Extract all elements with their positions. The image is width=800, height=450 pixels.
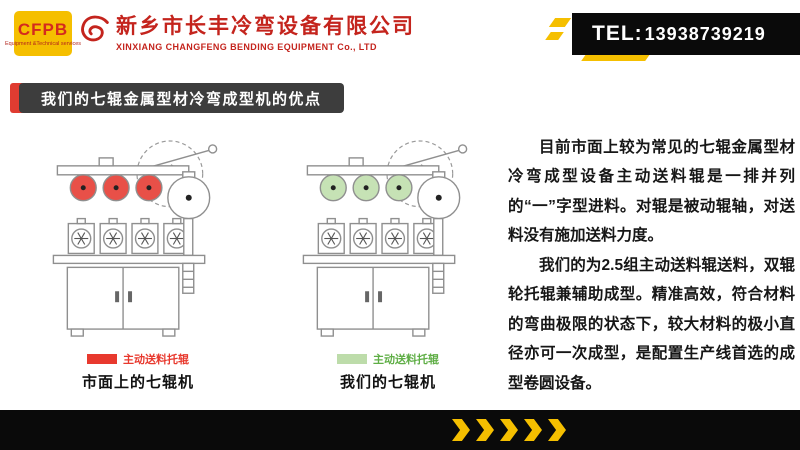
chevron-group bbox=[452, 419, 566, 441]
section-title: 我们的七辊金属型材冷弯成型机的优点 bbox=[19, 83, 344, 113]
diagram-column-market: 主动送料托辊 市面上的七辊机 bbox=[38, 136, 238, 392]
legend-ours: 主动送料托辊 bbox=[288, 351, 488, 367]
cabinet bbox=[316, 266, 430, 330]
legs bbox=[70, 328, 176, 337]
frame-mount bbox=[98, 157, 114, 167]
legend-label: 主动送料托辊 bbox=[373, 354, 439, 366]
chain-guide bbox=[432, 262, 445, 294]
slide-bracket bbox=[183, 217, 194, 257]
feed-rollers bbox=[319, 174, 413, 202]
logo-tagline: Equipment &Technical services bbox=[4, 40, 82, 47]
logo-abbreviation: CFPB bbox=[17, 19, 69, 39]
diagram-caption-market: 市面上的七辊机 bbox=[81, 374, 194, 391]
cabinet bbox=[66, 266, 180, 330]
legend-label: 主动送料托辊 bbox=[123, 354, 189, 366]
support-rollers bbox=[317, 217, 441, 255]
yellow-accent-tick bbox=[545, 32, 564, 40]
support-rollers bbox=[67, 217, 191, 255]
tel-label: TEL: bbox=[592, 22, 643, 45]
legend-swatch bbox=[337, 354, 367, 364]
paragraph-2: 我们的为2.5组主动送料辊送料，双辊轮托辊兼辅助成型。精准高效，符合材料的弯曲极… bbox=[508, 256, 795, 392]
forming-roll bbox=[167, 171, 211, 220]
chain-guide bbox=[182, 262, 195, 294]
legend-market: 主动送料托辊 bbox=[38, 351, 238, 367]
frame-mount bbox=[348, 157, 364, 167]
company-name-english: XINXIANG CHANGFENG BENDING EQUIPMENT Co.… bbox=[116, 42, 377, 53]
top-frame-bar bbox=[306, 165, 440, 176]
slide-bracket bbox=[433, 217, 444, 257]
machine-diagram-market bbox=[52, 140, 218, 337]
company-logo: CFPB Equipment &Technical services bbox=[5, 11, 81, 56]
chevron-right-icon bbox=[476, 419, 494, 441]
telephone-banner: TEL: 13938739219 bbox=[572, 13, 800, 55]
footer-bar bbox=[0, 410, 800, 450]
machine-diagram-ours bbox=[302, 140, 468, 337]
table-band bbox=[52, 254, 206, 265]
calligraphy-swirl-icon bbox=[81, 15, 109, 42]
yellow-accent-tick bbox=[548, 18, 572, 27]
company-name-chinese: 新乡市长丰冷弯设备有限公司 bbox=[116, 13, 415, 38]
table-band bbox=[302, 254, 456, 265]
legs bbox=[320, 328, 426, 337]
top-frame-bar bbox=[56, 165, 190, 176]
header: CFPB Equipment &Technical services 新乡市长丰… bbox=[0, 0, 800, 70]
paragraph-1: 目前市面上较为常见的七辊金属型材冷弯成型设备主动送料辊是一排并列的“一”字型进料… bbox=[508, 139, 795, 245]
feed-rollers bbox=[69, 174, 163, 202]
legend-swatch bbox=[87, 354, 117, 364]
company-name-block: 新乡市长丰冷弯设备有限公司 XINXIANG CHANGFENG BENDING… bbox=[116, 13, 415, 52]
forming-roll bbox=[417, 171, 461, 220]
tel-number: 13938739219 bbox=[644, 23, 766, 44]
chevron-right-icon bbox=[452, 419, 470, 441]
chevron-right-icon bbox=[500, 419, 518, 441]
diagram-column-ours: 主动送料托辊 我们的七辊机 bbox=[288, 136, 488, 392]
diagram-caption-ours: 我们的七辊机 bbox=[339, 374, 436, 391]
description-text: 目前市面上较为常见的七辊金属型材冷弯成型设备主动送料辊是一排并列的“一”字型进料… bbox=[508, 133, 795, 398]
chevron-right-icon bbox=[548, 419, 566, 441]
chevron-right-icon bbox=[524, 419, 542, 441]
section-title-row: 我们的七辊金属型材冷弯成型机的优点 bbox=[10, 83, 344, 113]
